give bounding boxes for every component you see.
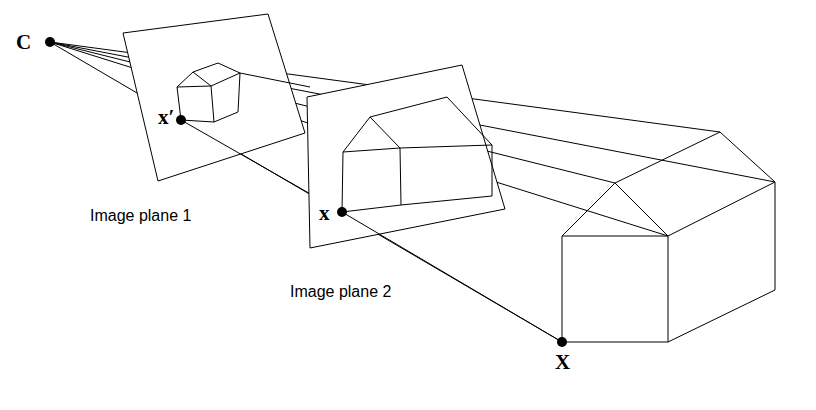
points: [45, 37, 567, 347]
point-label: x: [319, 203, 330, 224]
projection-rays: [342, 212, 562, 342]
image-plane: [307, 65, 505, 248]
plane-label: Image plane 1: [90, 208, 191, 224]
house-3d: [562, 132, 775, 342]
point-label: x′: [158, 107, 174, 128]
house-image-small: [177, 63, 240, 122]
point-label: C: [16, 32, 31, 53]
image-plane: [123, 14, 305, 181]
plane-label: Image plane 2: [290, 284, 391, 300]
house-image-medium: [342, 97, 492, 212]
point-label: X: [555, 352, 570, 373]
